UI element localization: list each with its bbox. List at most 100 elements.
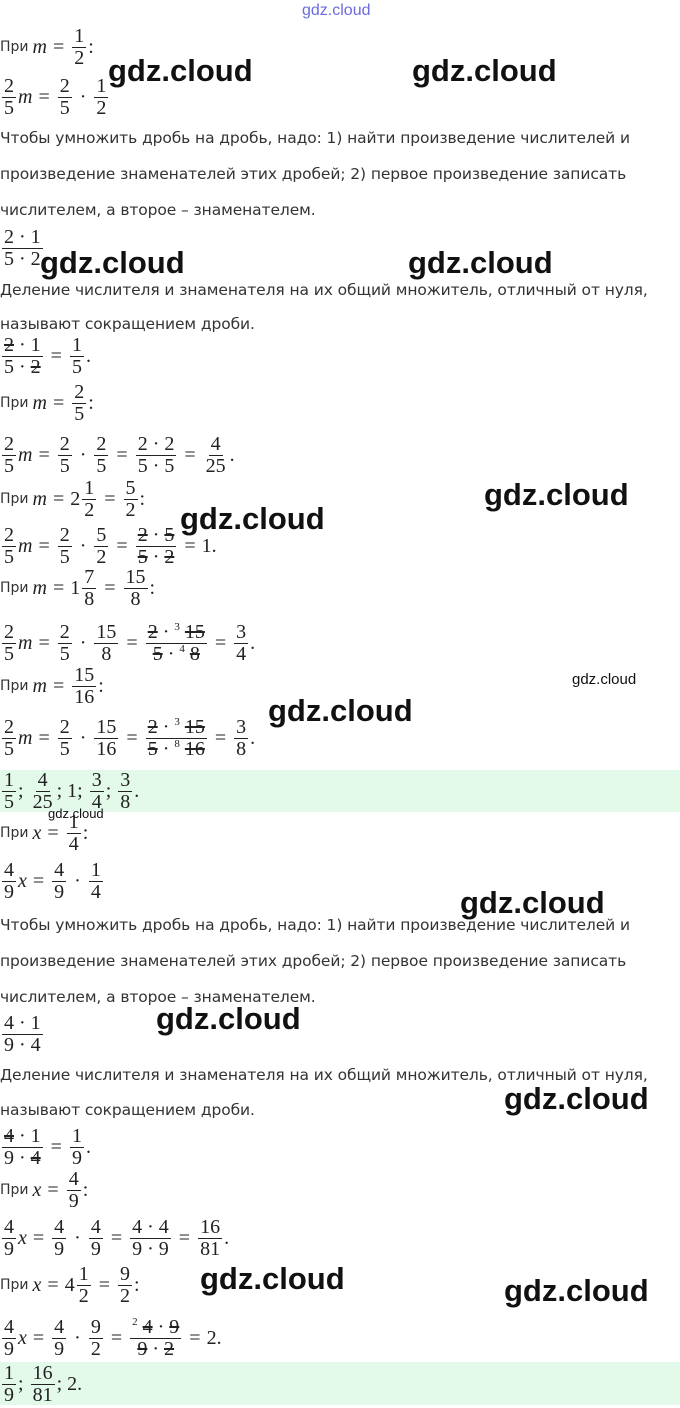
math-text: ; — [18, 1372, 29, 1395]
denominator: 2 — [119, 1284, 130, 1307]
denominator: 8 — [84, 587, 95, 610]
variable: m — [32, 35, 47, 58]
watermark-logo: gdz.cloud — [484, 477, 629, 512]
cancel-factor: 3 — [174, 620, 180, 633]
denominator: 5 — [59, 96, 70, 119]
denominator: 5 · 8 16 — [147, 737, 205, 760]
denominator: 2 — [125, 498, 136, 521]
numerator: 2 · 2 — [135, 432, 177, 456]
label-pri: При — [0, 39, 29, 55]
variable: x — [32, 1178, 42, 1201]
denominator: 5 — [59, 642, 70, 665]
operator: = — [38, 85, 50, 108]
paragraph-text: Чтобы умножить дробь на дробь, надо: 1) … — [0, 129, 630, 147]
cancelled-number: 15 — [184, 715, 205, 738]
numerator: 2 — [57, 523, 72, 547]
denominator: 16 — [96, 737, 117, 760]
watermark-logo: gdz.cloud — [180, 501, 325, 536]
denominator: 9 — [71, 1146, 82, 1169]
denominator: 5 — [71, 355, 82, 378]
operator: · — [79, 85, 87, 108]
variable: x — [32, 821, 42, 844]
denominator: 9 — [54, 1337, 65, 1360]
math-text: : — [88, 391, 94, 414]
math-text: 1. — [201, 534, 217, 557]
math-text: . — [134, 779, 140, 802]
operator: = — [116, 534, 128, 557]
denominator: 8 — [236, 737, 247, 760]
operator: = — [126, 631, 138, 654]
numerator: 4 — [208, 432, 223, 456]
numerator: 4 — [52, 858, 67, 882]
denominator: 4 — [236, 642, 247, 665]
watermark-logo: gdz.cloud — [40, 245, 185, 280]
text-line: Деление числителя и знаменателя на их об… — [0, 266, 648, 314]
answer-highlight — [0, 1362, 680, 1405]
denominator: 9 — [4, 880, 14, 903]
operator: = — [214, 726, 227, 749]
paragraph-text: Чтобы умножить дробь на дробь, надо: 1) … — [0, 916, 630, 934]
numerator: 3 — [89, 768, 104, 792]
operator: · — [79, 443, 87, 466]
numerator: 2 — [72, 380, 87, 404]
numerator: 2 — [2, 74, 16, 98]
math-text: ; 2. — [56, 1372, 83, 1395]
operator: = — [116, 443, 128, 466]
denominator: 8 — [120, 790, 131, 813]
text-line: произведение знаменателей этих дробей; 2… — [0, 150, 626, 198]
operator: = — [214, 631, 227, 654]
numerator: 1 — [69, 1124, 84, 1148]
numerator: 1 — [76, 1262, 91, 1286]
watermark-logo: gdz.cloud — [48, 806, 104, 821]
operator: = — [178, 1226, 191, 1249]
operator: = — [38, 631, 50, 654]
cancelled-number: 4 — [4, 1124, 14, 1147]
operator: = — [50, 344, 62, 367]
watermark-logo: gdz.cloud — [302, 2, 371, 19]
math-text: ; 1; — [56, 779, 88, 802]
numerator: 2 · 1 — [2, 225, 43, 249]
cancelled-number: 5 — [152, 642, 163, 665]
numerator: 15 — [72, 663, 97, 687]
numerator: 2 — [57, 74, 72, 98]
numerator: 5 — [123, 476, 138, 500]
denominator: 5 — [4, 96, 14, 119]
cancelled-number: 5 — [164, 523, 175, 546]
operator: = — [47, 1178, 59, 1201]
denominator: 5 · 2 — [137, 545, 175, 568]
numerator: 1 — [72, 24, 87, 48]
operator: = — [110, 1226, 123, 1249]
denominator: 2 — [74, 46, 85, 69]
operator: = — [52, 35, 65, 58]
numerator: 1 — [69, 333, 84, 357]
numerator: 3 — [234, 715, 249, 739]
operator: · — [79, 726, 87, 749]
math-text: : — [88, 35, 94, 58]
paragraph-text: называют сокращением дроби. — [0, 315, 255, 333]
